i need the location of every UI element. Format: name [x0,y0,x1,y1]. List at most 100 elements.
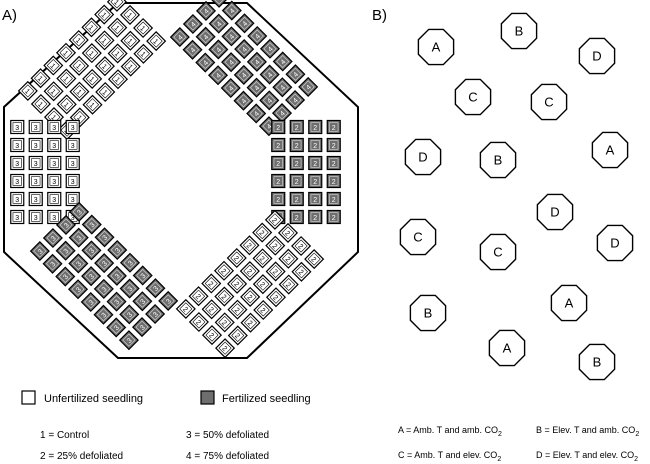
seedling-square [69,201,90,222]
seedling: 4 [272,51,293,72]
seedling-inner-square [96,308,110,322]
seedling-inner-square [21,84,35,98]
seedling-inner-square [98,230,112,244]
seedling-inner-square [230,277,244,291]
seedling-square [47,173,62,189]
seedling-square [298,76,319,97]
seedling-code: 2 [220,294,228,302]
seedling-inner-square [124,60,138,74]
seedling-inner-square [269,264,283,278]
seedling-square [30,93,51,115]
seedling-code: 2 [284,256,292,264]
seedling-code: 3 [113,324,121,332]
seedling: 1 [95,81,116,103]
chamber-b: B [409,294,447,332]
seedling-code: 3 [15,143,19,150]
seedling-inner-square [68,158,78,168]
chamber-octagon [454,78,492,116]
seedling: 1 [107,17,128,38]
seedling-square [265,287,287,308]
seedling-square [107,43,128,64]
seedling-inner-square [250,81,264,95]
seedling-code: 1 [100,89,108,97]
seedling-square [214,286,235,307]
seedling: 2 [188,286,209,307]
seedling-inner-square [224,29,238,43]
seedling-inner-square [281,252,295,266]
seedling: 3 [145,303,166,325]
seedling-square [214,312,235,333]
seedling-code: 2 [283,230,291,238]
seedling-inner-square [47,84,61,98]
seedling: 1 [56,68,77,89]
seedling-code: 3 [114,247,122,255]
seedling-inner-square [217,264,231,278]
seedling: 2 [252,248,273,269]
seedling-inner-square [212,17,226,31]
seedling-inner-square [237,42,251,56]
chamber-octagon [488,329,526,367]
seedling: 4 [247,25,268,47]
seedling-inner-square [49,140,59,150]
seedling-code: 4 [190,47,198,55]
seedling-square [213,260,235,281]
seedling: 4 [209,0,230,8]
seedling-square [326,191,341,207]
seedling-code: 3 [89,222,97,230]
seedling: 2 [227,273,248,294]
seedling-square [285,89,306,111]
seedling-code: 2 [313,215,317,222]
seedling: 3 [10,191,25,207]
seedling-inner-square [59,72,73,86]
seedling-square [182,13,203,35]
seedling-code: 3 [101,286,109,294]
seedling-inner-square [122,307,136,321]
seedling-square [120,56,141,77]
seedling-code: 3 [15,197,19,204]
seedling: 3 [65,191,80,207]
seedling-square [47,137,62,153]
seedling: 2 [308,173,323,189]
seedling-inner-square [136,47,150,61]
seedling-inner-square [46,58,60,72]
seedling-square [28,191,43,207]
seedling-inner-square [12,212,22,222]
seedling-code: 1 [125,12,133,20]
seedling: 3 [28,209,43,225]
seedling-code: 2 [258,307,266,315]
chamber-label: C [468,90,477,105]
seedling: 4 [285,64,306,85]
seedling-code: 4 [279,110,287,118]
seedling-square [234,13,255,34]
seedling-square [55,266,76,287]
legend-code-1: 1 = Control [40,430,89,441]
seedling: 4 [285,89,306,111]
seedling-code: 3 [34,215,38,222]
seedling-inner-square [224,55,238,69]
seedling-square [278,274,299,295]
seedling-code: 2 [245,242,253,250]
seedling-square [10,191,25,207]
seedling-code: 2 [245,294,253,302]
seedling-inner-square [307,252,321,266]
seedling-square [94,30,115,51]
chamber-a: A [417,28,455,66]
seedling: 3 [158,290,179,311]
seedling-code: 2 [181,306,189,314]
seedling-inner-square [148,307,162,321]
seedling: 1 [81,43,102,64]
seedling-inner-square [273,122,283,132]
seedling: 4 [259,90,280,111]
seedling-square [47,191,62,207]
seedling: 2 [326,155,341,171]
seedling-square [220,77,241,99]
chamber-c: C [530,83,568,121]
seedling-code: 3 [63,248,71,256]
seedling-inner-square [192,315,206,329]
seedling-square [65,137,80,153]
seedling: 1 [94,4,115,25]
seedling-code: 2 [295,143,299,150]
seedling-code: 3 [34,161,38,168]
seedling-code: 2 [284,282,292,290]
